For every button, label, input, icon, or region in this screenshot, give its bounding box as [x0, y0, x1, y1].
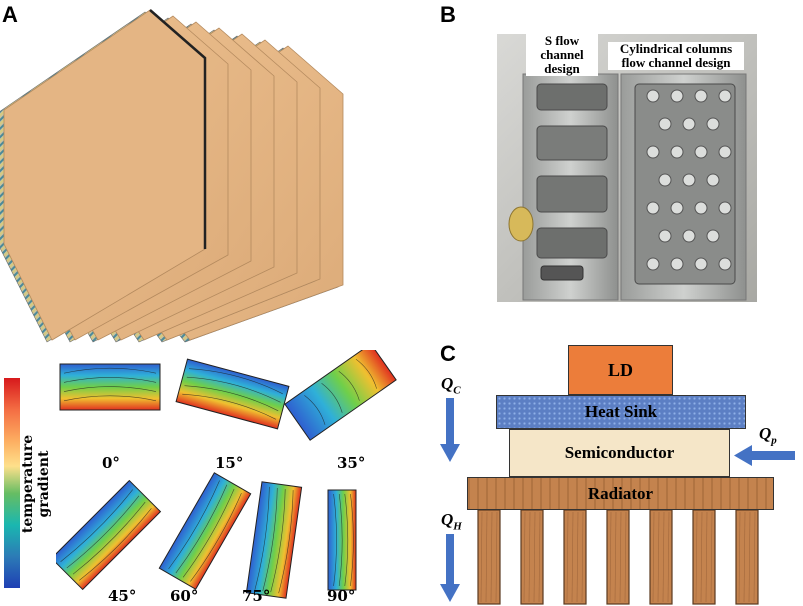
pin: [718, 89, 732, 103]
angle-label-60: 60°: [170, 587, 199, 605]
pin: [658, 173, 672, 187]
angle-label-15: 15°: [215, 454, 244, 472]
heat-sink-block: Heat Sink: [496, 395, 746, 429]
pin: [706, 117, 720, 131]
panel-letter-c: C: [440, 341, 456, 366]
pin: [682, 229, 696, 243]
pin: [670, 257, 684, 271]
pin: [646, 257, 660, 271]
qp-arrow: [734, 445, 795, 466]
panel-letter-a: A: [2, 2, 18, 27]
pin: [670, 201, 684, 215]
simulation-snapshot: [327, 489, 357, 591]
qc-label: QC: [441, 374, 461, 397]
qh-label: QH: [441, 510, 462, 533]
pin: [646, 145, 660, 159]
radiator-fins: [477, 510, 759, 605]
colorbar-label: temperature gradient: [20, 434, 52, 534]
coin: [508, 206, 534, 242]
pin: [682, 117, 696, 131]
radiator-fin: [520, 510, 544, 605]
ld-block: LD: [568, 345, 673, 395]
angle-label-75: 75°: [242, 587, 271, 605]
angle-label-0: 0°: [102, 454, 120, 472]
qc-arrow: [440, 398, 460, 462]
radiator-fin: [649, 510, 673, 605]
qh-arrow: [440, 534, 460, 602]
pin: [646, 201, 660, 215]
cylindrical-columns-label: Cylindrical columns flow channel design: [608, 42, 744, 70]
pin: [718, 145, 732, 159]
angle-label-35: 35°: [337, 454, 366, 472]
simulation-snapshot: [56, 479, 162, 591]
pin: [694, 89, 708, 103]
simulation-snapshot: [175, 358, 290, 430]
radiator-fin: [692, 510, 716, 605]
semiconductor-block: Semiconductor: [509, 429, 730, 477]
radiator-fin: [563, 510, 587, 605]
s-flow-label: S flow channel design: [526, 34, 598, 76]
radiator-fin: [606, 510, 630, 605]
heat-flow-arrows: [440, 398, 795, 602]
radiator-fin: [735, 510, 759, 605]
panel-letter-b: B: [440, 2, 456, 27]
simulation-snapshot: [245, 481, 303, 599]
front-plate-outline: [149, 9, 207, 249]
pin: [670, 89, 684, 103]
pin: [694, 257, 708, 271]
pin: [694, 145, 708, 159]
pin: [694, 201, 708, 215]
flow-simulations: [56, 350, 397, 599]
flow-channel-photo: [497, 34, 757, 302]
pin: [646, 89, 660, 103]
temperature-colorbar: [4, 378, 20, 588]
stacked-plates-render: [0, 9, 344, 343]
pin: [682, 173, 696, 187]
angle-label-90: 90°: [327, 587, 356, 605]
angle-label-45: 45°: [108, 587, 137, 605]
pin: [718, 201, 732, 215]
pin: [706, 229, 720, 243]
pin: [718, 257, 732, 271]
qp-label: Qp: [759, 424, 777, 447]
pin: [670, 145, 684, 159]
radiator-fin: [477, 510, 501, 605]
simulation-snapshot: [158, 472, 252, 590]
pin: [658, 117, 672, 131]
simulation-snapshot: [59, 363, 161, 411]
simulation-snapshot: [284, 350, 397, 441]
pin: [658, 229, 672, 243]
pin: [706, 173, 720, 187]
